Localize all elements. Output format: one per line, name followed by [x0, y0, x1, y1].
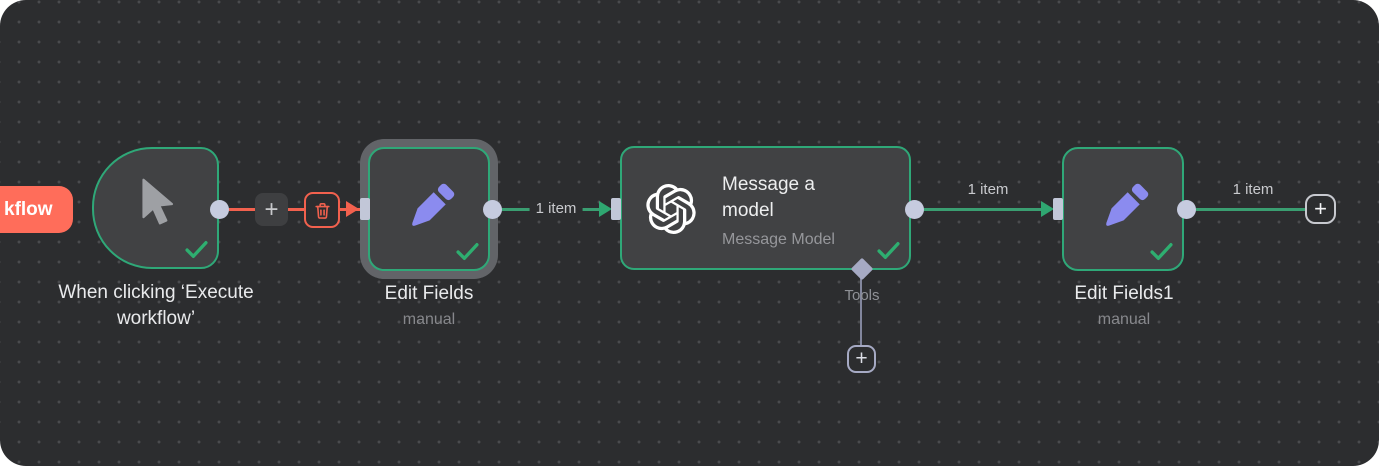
- trash-icon: [314, 202, 330, 219]
- connection-editfields1-to-add[interactable]: [1195, 208, 1307, 211]
- connection-openai-tools[interactable]: [860, 278, 862, 348]
- output-port[interactable]: [210, 200, 229, 219]
- connection-openai-to-editfields1[interactable]: [921, 208, 1047, 211]
- connection-items-label: 1 item: [1232, 181, 1274, 198]
- execute-workflow-button-label: kflow: [4, 198, 53, 220]
- input-port[interactable]: [360, 198, 370, 220]
- connection-arrow-icon: [599, 201, 612, 217]
- add-tool-button[interactable]: +: [847, 345, 876, 373]
- input-port[interactable]: [1053, 198, 1063, 220]
- tools-port-label: Tools: [844, 287, 880, 304]
- connection-trigger-to-editfields[interactable]: [224, 208, 362, 211]
- plus-icon: +: [264, 195, 279, 223]
- output-port[interactable]: [483, 200, 502, 219]
- node-edit-fields[interactable]: [368, 147, 490, 271]
- add-node-on-connection-button[interactable]: +: [255, 193, 288, 226]
- node-title: Message a model: [722, 174, 815, 221]
- node-title: Edit Fields1: [1074, 283, 1174, 304]
- node-edit-fields1[interactable]: [1062, 147, 1184, 271]
- connection-arrow-icon: [346, 201, 359, 217]
- node-openai-message-model[interactable]: Message a model Message Model: [620, 146, 911, 270]
- success-check-icon: [185, 241, 208, 258]
- node-subtitle: manual: [402, 311, 456, 328]
- node-manual-trigger[interactable]: [92, 147, 219, 269]
- node-subtitle: manual: [1097, 311, 1151, 328]
- connection-items-label: 1 item: [967, 181, 1009, 198]
- success-check-icon: [456, 243, 479, 260]
- connection-items-label: 1 item: [529, 200, 583, 217]
- cursor-icon: [142, 178, 174, 225]
- output-port[interactable]: [1177, 200, 1196, 219]
- plus-icon: +: [855, 347, 868, 370]
- node-title: Edit Fields: [384, 283, 474, 304]
- add-next-node-button[interactable]: +: [1305, 194, 1336, 224]
- pencil-icon: [412, 183, 455, 226]
- pencil-icon: [1106, 183, 1149, 226]
- output-port[interactable]: [905, 200, 924, 219]
- input-port[interactable]: [611, 198, 621, 220]
- plus-icon: +: [1314, 196, 1327, 221]
- delete-connection-button[interactable]: [304, 192, 340, 228]
- execute-workflow-button[interactable]: kflow: [0, 186, 73, 233]
- openai-icon: [646, 184, 696, 234]
- success-check-icon: [1150, 243, 1173, 260]
- node-subtitle: Message Model: [722, 231, 835, 248]
- node-title: When clicking ‘Execute workflow’: [58, 282, 254, 329]
- connection-arrow-icon: [1041, 201, 1054, 217]
- success-check-icon: [877, 242, 900, 259]
